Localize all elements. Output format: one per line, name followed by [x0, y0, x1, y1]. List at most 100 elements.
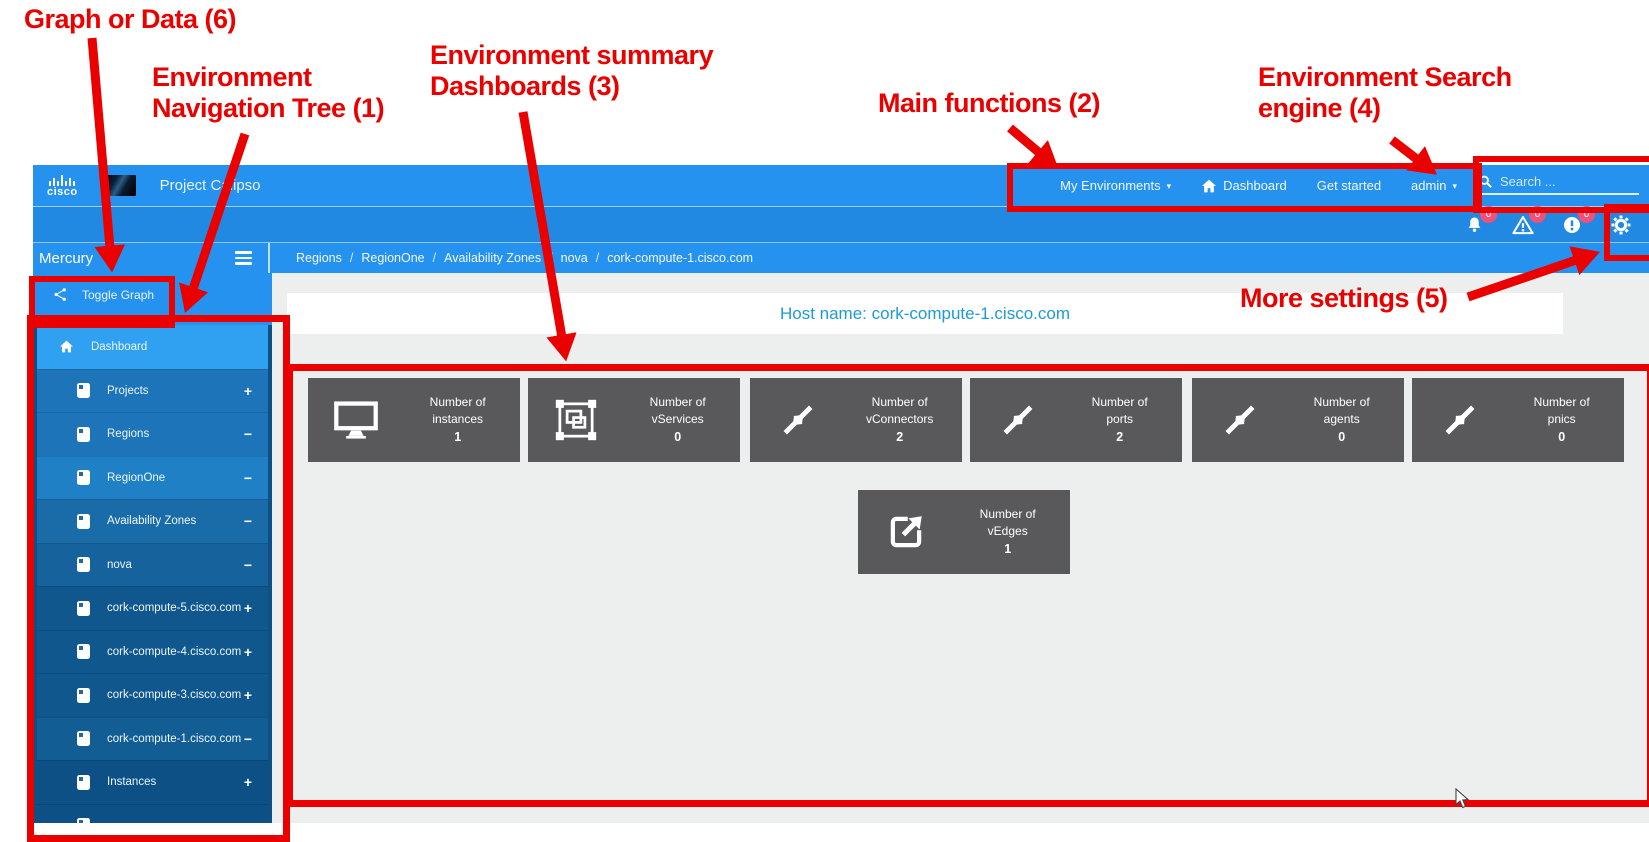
breadcrumb-item[interactable]: Regions: [296, 251, 342, 265]
tree-item-partial[interactable]: [37, 803, 268, 823]
environment-sidebar: Toggle Graph Dashboard Projects + Region…: [33, 273, 272, 823]
nav-my-environments[interactable]: My Environments ▾: [1060, 178, 1171, 193]
summary-tile-vedges[interactable]: Number of vEdges 1: [858, 490, 1070, 574]
cisco-logo: cisco: [47, 174, 78, 198]
gear-icon[interactable]: [1609, 213, 1633, 237]
tree-item-label: Projects: [107, 384, 149, 397]
environment-search: [1479, 173, 1639, 195]
tree-item-regions[interactable]: Regions −: [37, 412, 268, 456]
tile-count: 0: [674, 430, 682, 444]
summary-tile-ports[interactable]: Number of ports 2: [970, 378, 1182, 462]
tree-item-dashboard[interactable]: Dashboard: [37, 325, 268, 369]
tree-item-instances[interactable]: Instances +: [37, 760, 268, 804]
tile-line2: vEdges: [987, 524, 1028, 538]
journal-icon: [77, 731, 90, 747]
main-content: Host name: cork-compute-1.cisco.com Numb…: [272, 273, 1649, 823]
breadcrumb-item[interactable]: RegionOne: [361, 251, 425, 265]
tile-line2: ports: [1106, 412, 1134, 426]
search-icon: [1479, 175, 1492, 188]
summary-tile-vservices[interactable]: Number of vServices 0: [528, 378, 740, 462]
expand-toggle[interactable]: −: [243, 730, 252, 747]
annotation-label-more-settings: More settings (5): [1240, 283, 1448, 313]
compress-icon: [1192, 402, 1287, 438]
tree-item-availability-zones[interactable]: Availability Zones −: [37, 499, 268, 543]
header-row: Mercury Regions / RegionOne / Availabili…: [33, 243, 1649, 273]
tree-item-nova[interactable]: nova −: [37, 542, 268, 586]
home-icon: [59, 340, 74, 353]
journal-icon: [77, 470, 90, 486]
tree-item-label: cork-compute-4.cisco.com: [107, 645, 242, 658]
tile-line1: Number of: [429, 395, 486, 409]
summary-tile-instances[interactable]: Number of instances 1: [308, 378, 520, 462]
home-icon: [1201, 179, 1217, 193]
breadcrumb-separator: /: [595, 251, 600, 265]
toggle-graph-strip: Toggle Graph: [33, 273, 272, 325]
tree-item-projects[interactable]: Projects +: [37, 368, 268, 412]
expand-toggle[interactable]: −: [243, 426, 252, 443]
tree-item-cork-compute-4[interactable]: cork-compute-4.cisco.com +: [37, 629, 268, 673]
compress-icon: [970, 402, 1065, 438]
tile-line2: vServices: [651, 412, 704, 426]
error-circle-icon[interactable]: 0: [1560, 205, 1595, 237]
tile-count: 0: [1558, 430, 1566, 444]
summary-tile-pnics[interactable]: Number of pnics 0: [1412, 378, 1624, 462]
sidebar-header: Mercury: [33, 243, 270, 273]
expand-toggle[interactable]: +: [243, 687, 252, 704]
share-graph-icon: [53, 287, 68, 302]
calipso-logo-image: [101, 175, 136, 196]
tree-item-label: Availability Zones: [107, 515, 197, 528]
expand-toggle[interactable]: +: [243, 600, 252, 617]
tree-item-label: cork-compute-3.cisco.com: [107, 689, 242, 702]
breadcrumb-separator: /: [349, 251, 354, 265]
brand-cluster: cisco Project Calipso: [47, 165, 261, 206]
expand-toggle[interactable]: +: [243, 382, 252, 399]
breadcrumb: Regions / RegionOne / Availability Zones…: [270, 243, 1649, 273]
search-input[interactable]: [1498, 173, 1634, 190]
toggle-graph-button[interactable]: Toggle Graph: [53, 287, 154, 302]
journal-icon: [77, 513, 90, 529]
tile-count: 1: [454, 430, 462, 444]
breadcrumb-item[interactable]: nova: [560, 251, 588, 265]
breadcrumb-item[interactable]: Availability Zones: [444, 251, 542, 265]
journal-icon: [77, 557, 90, 573]
tile-text: Number of ports 2: [1065, 394, 1182, 446]
expand-toggle[interactable]: −: [243, 469, 252, 486]
bell-badge: 0: [1480, 205, 1497, 223]
warning-triangle-icon[interactable]: 0: [1511, 205, 1546, 237]
nav-dashboard[interactable]: Dashboard: [1201, 178, 1287, 193]
tile-line1: Number of: [871, 395, 928, 409]
journal-icon: [77, 774, 90, 790]
annotation-label-search-engine: Environment Search engine (4): [1258, 62, 1512, 123]
annotation-label-main-functions: Main functions (2): [878, 88, 1101, 118]
nav-label: admin: [1411, 178, 1447, 193]
nav-admin-menu[interactable]: admin ▾: [1411, 178, 1457, 193]
error-badge: 0: [1578, 205, 1595, 223]
nav-get-started[interactable]: Get started: [1317, 178, 1381, 193]
environment-title: Mercury: [39, 249, 94, 267]
monitor-icon: [308, 400, 403, 440]
journal-icon: [77, 644, 90, 660]
external-link-icon: [858, 511, 953, 553]
tree-item-label: Instances: [107, 776, 157, 789]
breadcrumb-item[interactable]: cork-compute-1.cisco.com: [607, 251, 754, 265]
tree-item-cork-compute-5[interactable]: cork-compute-5.cisco.com +: [37, 586, 268, 630]
annotation-label-dashboards: Environment summary Dashboards (3): [430, 40, 714, 101]
hamburger-icon[interactable]: [235, 251, 252, 265]
summary-tile-vconnectors[interactable]: Number of vConnectors 2: [750, 378, 962, 462]
caret-down-icon: ▾: [1166, 181, 1172, 191]
tree-item-cork-compute-3[interactable]: cork-compute-3.cisco.com +: [37, 673, 268, 717]
tile-count: 0: [1338, 430, 1346, 444]
tree-item-regionone[interactable]: RegionOne −: [37, 455, 268, 499]
expand-toggle[interactable]: +: [243, 643, 252, 660]
summary-tile-agents[interactable]: Number of agents 0: [1192, 378, 1404, 462]
environment-navigation-tree: Dashboard Projects + Regions − RegionOne…: [37, 325, 268, 823]
expand-toggle[interactable]: +: [243, 774, 252, 791]
expand-toggle[interactable]: −: [243, 513, 252, 530]
breadcrumb-separator: /: [432, 251, 437, 265]
tile-line2: vConnectors: [866, 412, 934, 426]
expand-toggle[interactable]: −: [243, 556, 252, 573]
bell-icon[interactable]: 0: [1462, 205, 1497, 237]
annotation-label-navigation-tree: Environment Navigation Tree (1): [152, 62, 385, 123]
tree-item-cork-compute-1[interactable]: cork-compute-1.cisco.com −: [37, 716, 268, 760]
